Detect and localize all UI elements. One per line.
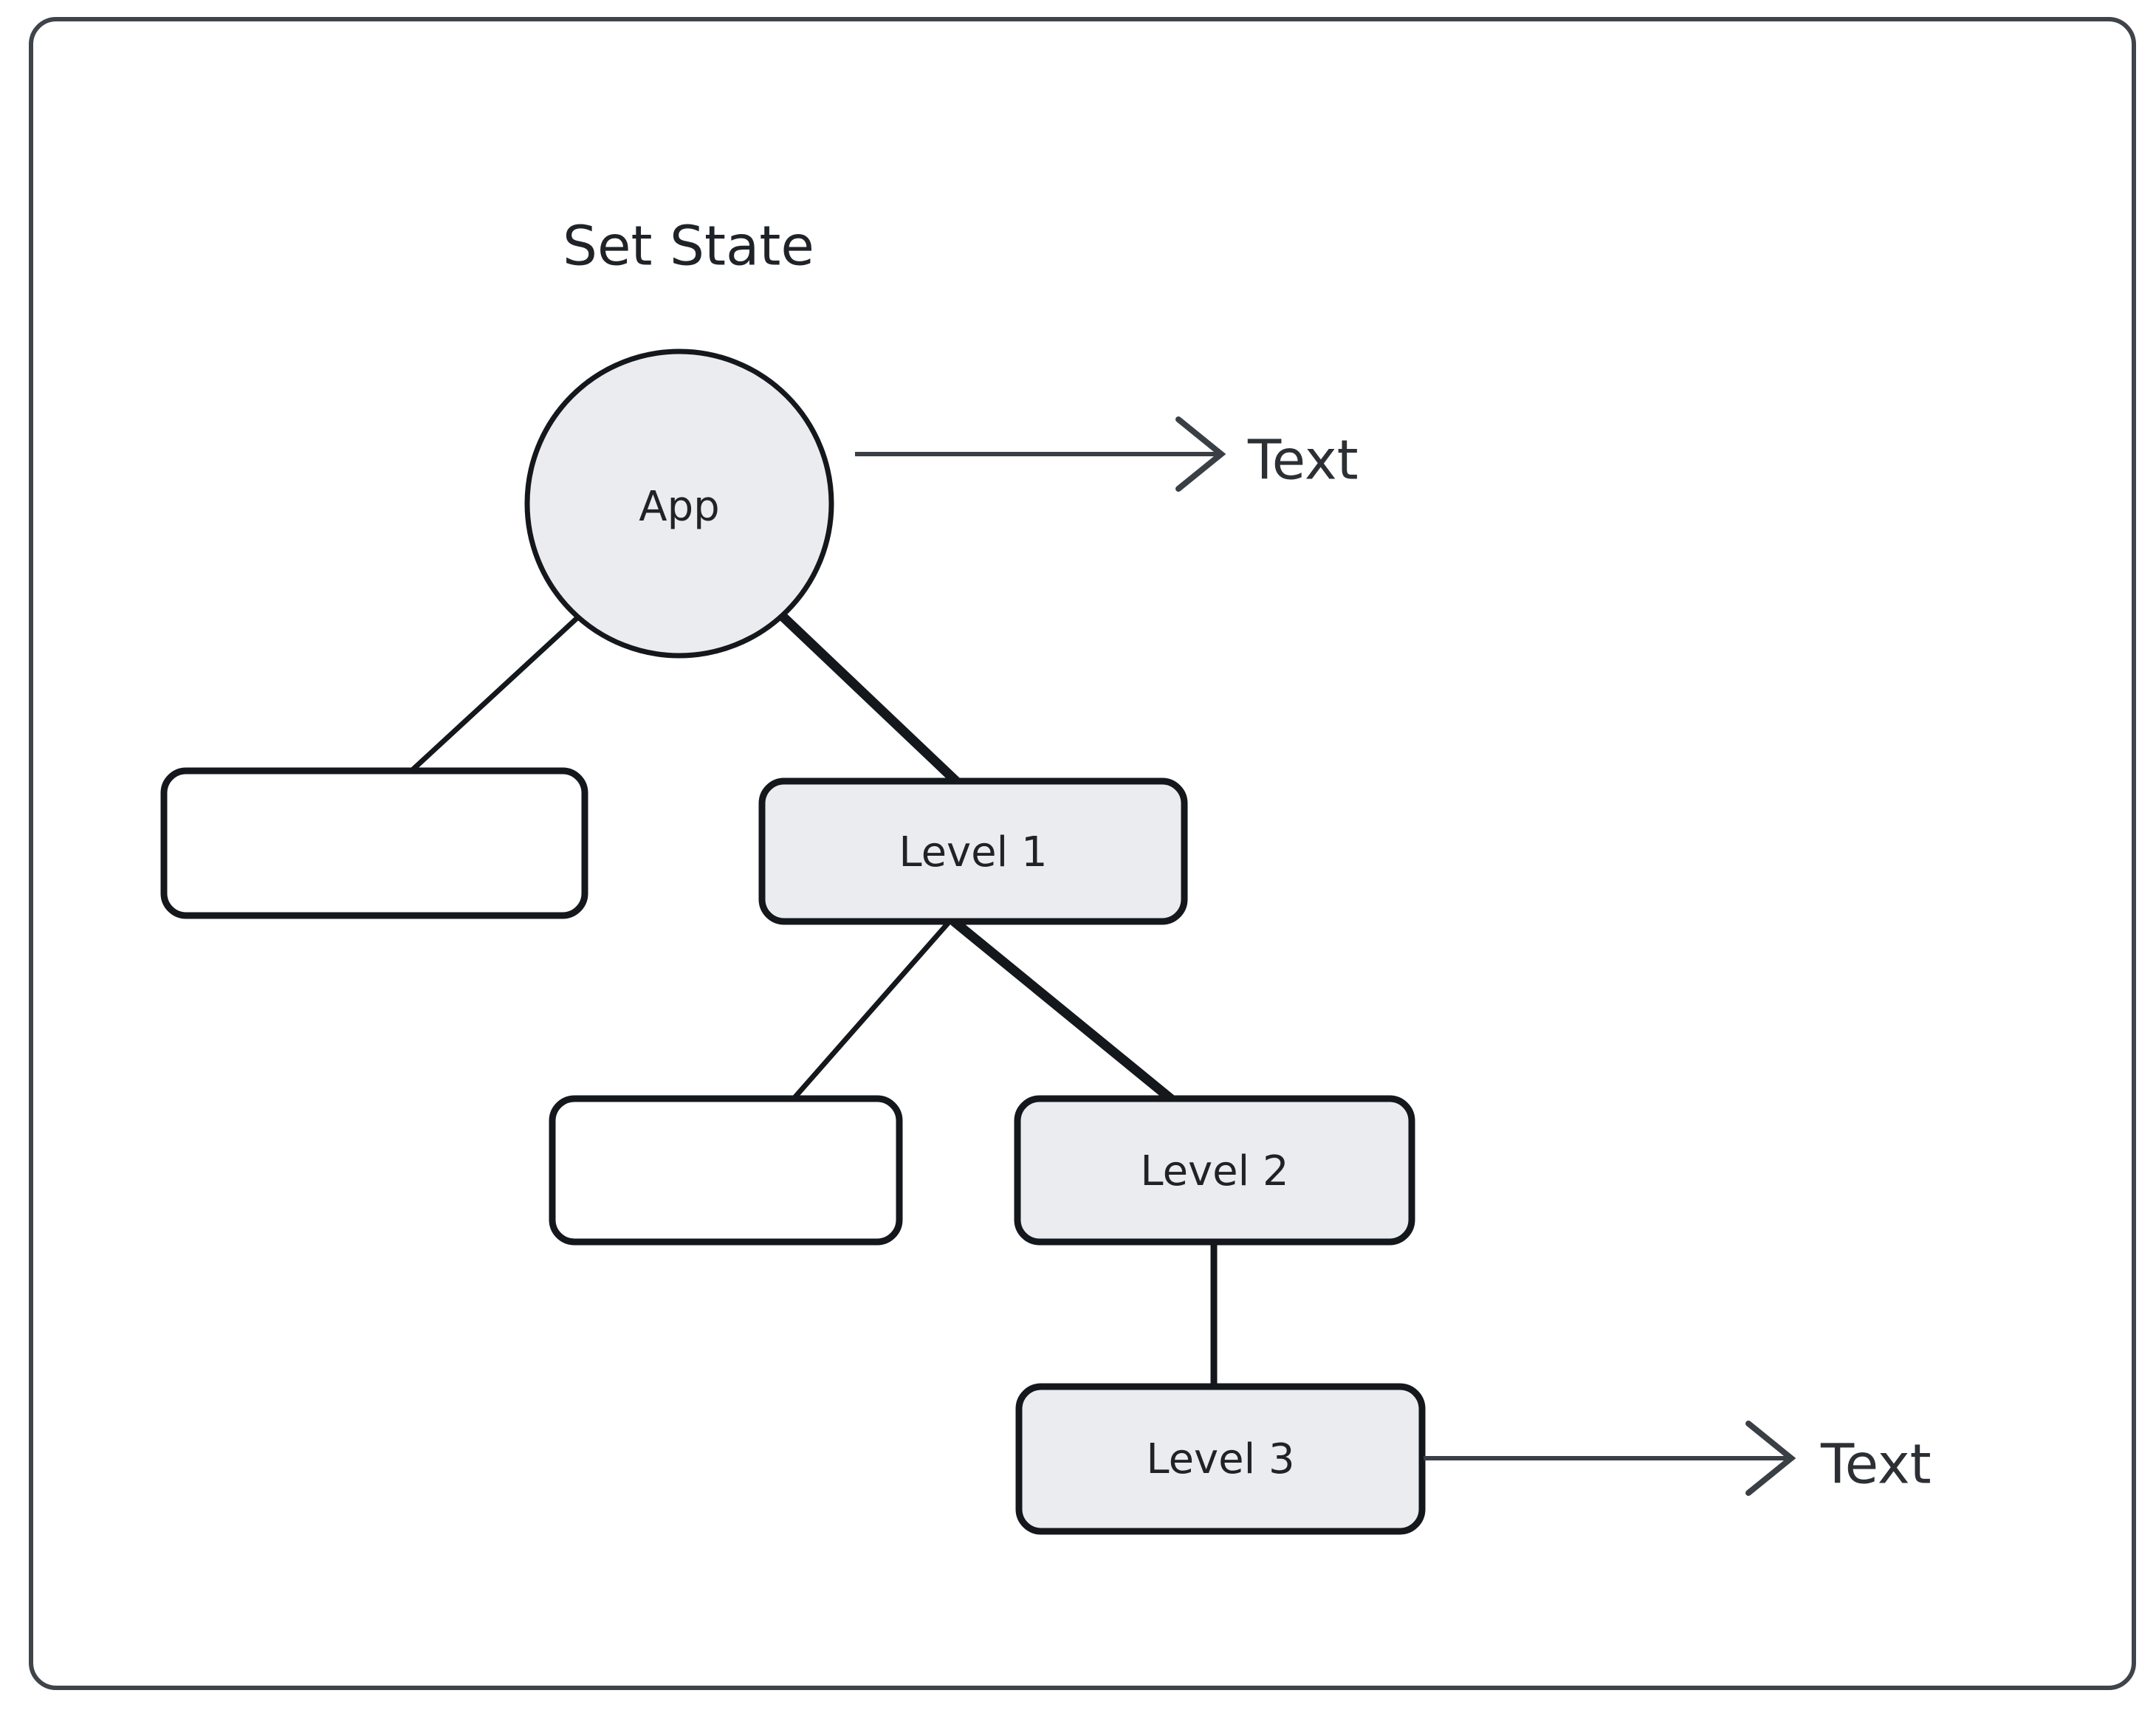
app-label: App bbox=[639, 483, 719, 531]
app-circle-shape bbox=[524, 348, 834, 659]
app-text-arrowhead-icon bbox=[1175, 416, 1226, 492]
level-3-label: Level 3 bbox=[1146, 1435, 1294, 1483]
level-2-label: Level 2 bbox=[1140, 1147, 1288, 1195]
level-1-shape bbox=[758, 777, 1188, 925]
level-1-label: Level 1 bbox=[899, 828, 1047, 876]
level-2-shape bbox=[1014, 1095, 1415, 1246]
level-3-shape bbox=[1015, 1383, 1426, 1535]
node-empty-1[interactable] bbox=[160, 767, 588, 919]
edge-level1-to-empty2 bbox=[790, 919, 952, 1102]
edge-app-to-level1 bbox=[777, 611, 961, 786]
edge-app-to-empty1 bbox=[408, 613, 583, 775]
node-app[interactable]: App bbox=[524, 348, 834, 659]
empty-box-2-shape bbox=[549, 1095, 903, 1246]
node-empty-2[interactable] bbox=[549, 1095, 903, 1246]
node-level-3[interactable]: Level 3 bbox=[1015, 1383, 1426, 1535]
node-level-2[interactable]: Level 2 bbox=[1014, 1095, 1415, 1246]
level3-text-arrowhead-icon bbox=[1745, 1421, 1796, 1496]
edge-level1-to-level2 bbox=[950, 917, 1176, 1105]
node-level-1[interactable]: Level 1 bbox=[758, 777, 1188, 925]
arrow-level3-to-text: Text bbox=[1424, 1421, 1932, 1497]
level3-text-arrow-label: Text bbox=[1820, 1433, 1932, 1497]
edge-layer bbox=[408, 611, 1218, 1387]
empty-box-1-shape bbox=[160, 767, 588, 919]
arrow-app-to-text: Text bbox=[855, 416, 1359, 492]
app-text-arrow-label: Text bbox=[1247, 429, 1359, 492]
page-title: Set State bbox=[563, 215, 814, 278]
